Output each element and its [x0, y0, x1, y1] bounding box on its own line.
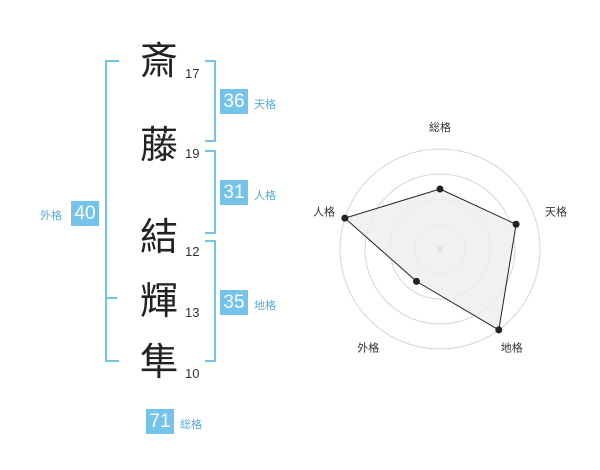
radar-axis-label: 外格	[357, 341, 379, 355]
name-char-2: 藤	[140, 123, 179, 167]
radar-point	[436, 185, 444, 193]
name-char-4: 輝	[140, 279, 179, 323]
name-char-3: 結	[140, 215, 179, 259]
gaikaku-label: 外格	[40, 209, 62, 222]
radar-axis-label: 地格	[501, 341, 523, 355]
name-char-5: 隼	[140, 340, 179, 384]
radar-polygon	[343, 188, 517, 331]
stroke-count-5: 10	[185, 366, 200, 381]
stroke-count-2: 19	[185, 146, 200, 161]
radar-axis-label: 総格	[429, 120, 451, 134]
radar-axis-label: 天格	[545, 204, 567, 218]
radar-ring	[339, 148, 541, 350]
radar-ring	[364, 173, 516, 325]
tenkaku-label: 天格	[254, 98, 276, 111]
jinkaku-bracket	[205, 150, 216, 234]
soukaku-label: 総格	[180, 418, 202, 431]
stroke-count-3: 12	[185, 244, 200, 259]
radar-point	[512, 220, 520, 228]
radar-axis-label: 人格	[313, 204, 335, 218]
chikaku-bracket	[205, 240, 216, 362]
jinkaku-label: 人格	[254, 189, 276, 202]
gaikaku-bracket	[105, 60, 119, 362]
tenkaku-badge: 36	[220, 89, 248, 114]
radar-point	[341, 214, 349, 222]
soukaku-badge: 71	[146, 409, 174, 434]
chikaku-badge: 35	[220, 290, 248, 315]
chikaku-label: 地格	[254, 299, 276, 312]
gaikaku-badge: 40	[71, 201, 99, 226]
stroke-count-1: 17	[185, 66, 200, 81]
stroke-count-4: 13	[185, 305, 200, 320]
gaikaku-bracket-tick	[105, 297, 117, 299]
radar-point	[412, 277, 420, 285]
name-char-1: 斎	[140, 39, 179, 83]
jinkaku-badge: 31	[220, 180, 248, 205]
tenkaku-bracket	[205, 60, 216, 142]
radar-point	[495, 326, 503, 334]
